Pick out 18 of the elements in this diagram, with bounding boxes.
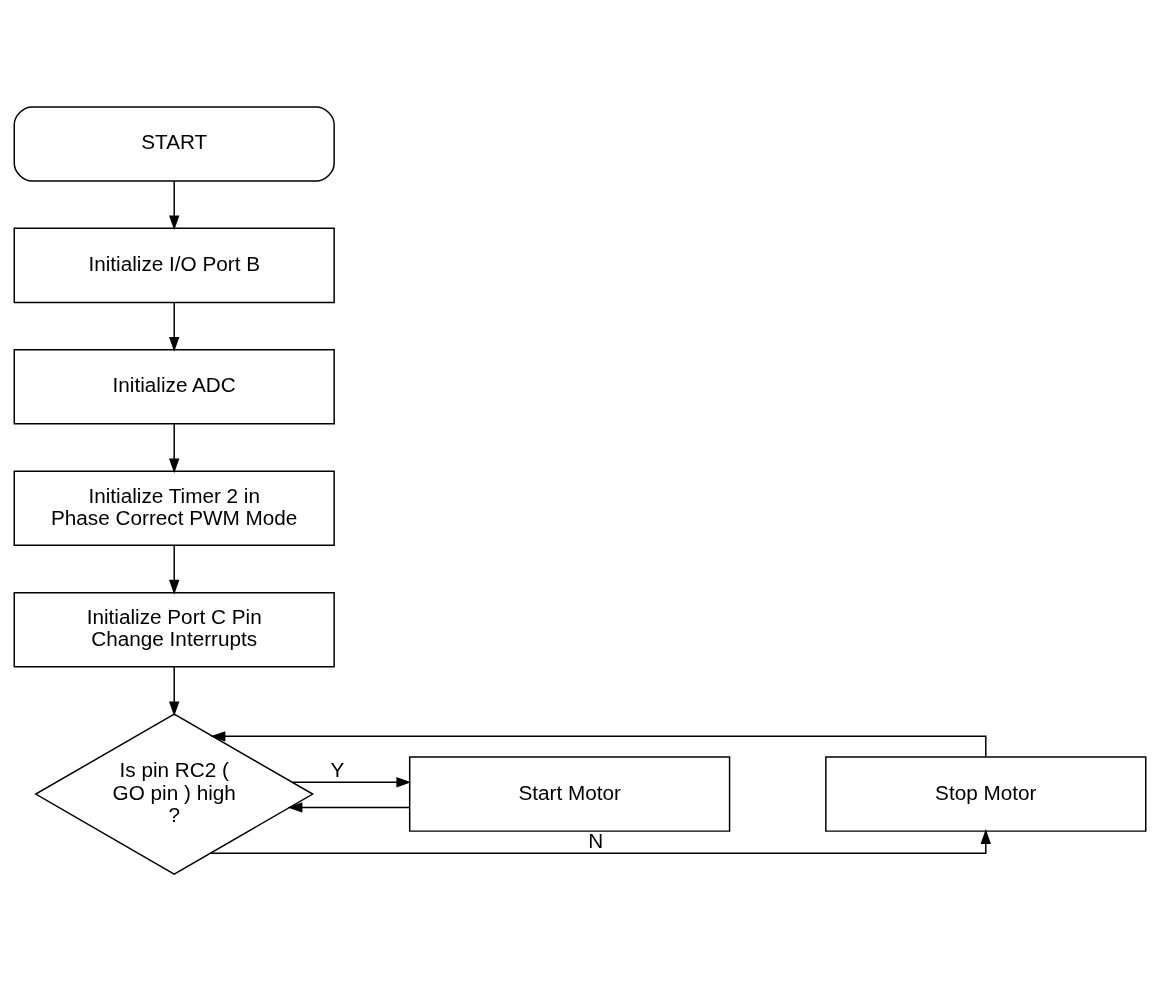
arrow: [169, 301, 180, 352]
edge-label: Y: [330, 757, 345, 781]
arrow: [287, 802, 411, 813]
node-box: Stop Motor: [825, 756, 1147, 832]
node-diamond: Is pin RC2 ( GO pin ) high ?: [34, 713, 315, 875]
node-box: START: [13, 106, 335, 182]
node-box: Initialize Timer 2 in Phase Correct PWM Mode: [13, 470, 335, 547]
node-box: Start Motor: [408, 756, 731, 832]
arrow: [210, 731, 987, 758]
node-box: Initialize I/O Port B: [13, 227, 335, 304]
arrow: [169, 544, 180, 595]
arrow: [169, 666, 180, 717]
arrow: [291, 777, 412, 788]
node-box: Initialize Port C Pin Change Interrupts: [13, 591, 335, 668]
arrow: [169, 180, 180, 231]
arrow: [209, 829, 991, 855]
arrow: [169, 423, 180, 474]
node-box: Initialize ADC: [13, 349, 335, 425]
